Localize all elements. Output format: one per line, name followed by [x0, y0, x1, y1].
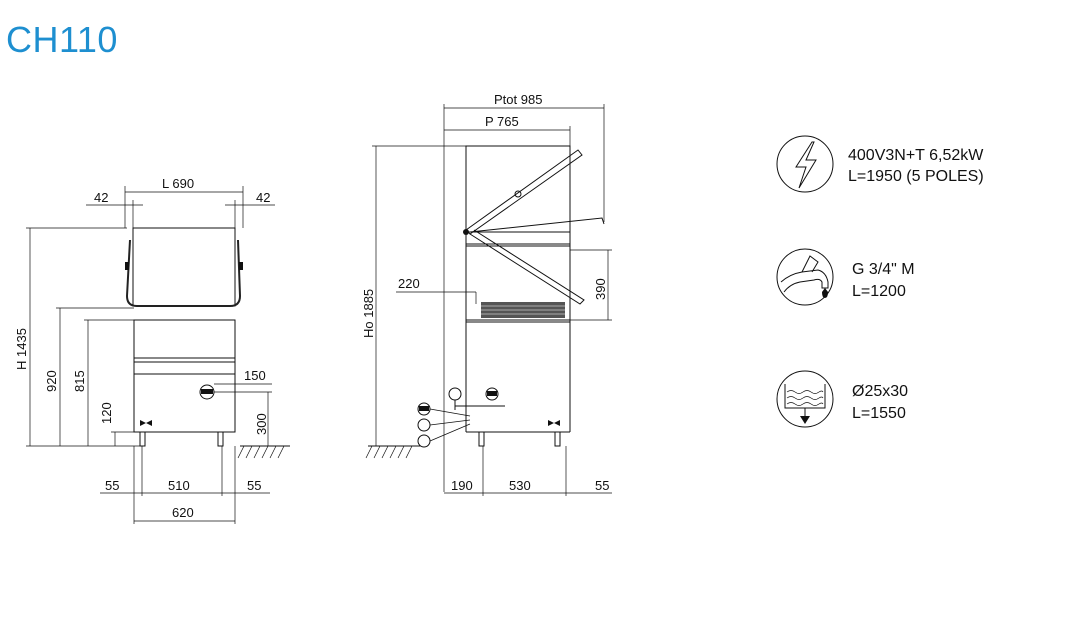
water-tap-icon — [776, 248, 834, 306]
front-bottom-right: 55 — [247, 478, 261, 493]
side-bottom-530: 530 — [509, 478, 531, 493]
electric-spec-line2: L=1950 (5 POLES) — [848, 168, 984, 185]
side-label-390: 390 — [593, 278, 608, 300]
front-height-815: 815 — [72, 370, 87, 392]
page-title: CH110 — [6, 19, 118, 60]
front-drain-150: 150 — [244, 368, 266, 383]
water-spec-line1: G 3/4" M — [852, 261, 915, 278]
front-hood — [132, 227, 236, 307]
front-bottom-total: 620 — [172, 505, 194, 520]
water-spec-line2: L=1200 — [852, 283, 906, 300]
front-floor-300: 300 — [254, 413, 269, 435]
side-p-label: P 765 — [485, 114, 519, 129]
front-left-offset: 42 — [94, 190, 108, 205]
front-body — [133, 319, 236, 433]
lightning-icon — [776, 135, 834, 193]
front-width-label: L 690 — [162, 176, 194, 191]
front-bottom-mid: 510 — [168, 478, 190, 493]
side-view: Ptot 985 P 765 Ho 1885 220 390 190 530 5… — [361, 92, 612, 496]
specs: 400V3N+T 6,52kW L=1950 (5 POLES) G 3/4" … — [776, 135, 984, 428]
front-right-offset: 42 — [256, 190, 270, 205]
side-bottom-190: 190 — [451, 478, 473, 493]
side-bottom-55: 55 — [595, 478, 609, 493]
front-height-label: H 1435 — [14, 328, 29, 370]
front-view: L 690 42 42 H 1435 920 815 120 150 300 5… — [14, 176, 290, 524]
front-height-920: 920 — [44, 370, 59, 392]
front-height-120: 120 — [99, 402, 114, 424]
drain-spec-line1: Ø25x30 — [852, 383, 908, 400]
drain-icon — [776, 370, 834, 428]
drain-spec-line2: L=1550 — [852, 405, 906, 422]
side-ho-label: Ho 1885 — [361, 289, 376, 338]
front-handle — [125, 239, 242, 307]
side-hood — [465, 145, 571, 245]
side-label-220: 220 — [398, 276, 420, 291]
front-bottom-left: 55 — [105, 478, 119, 493]
side-ptot-label: Ptot 985 — [494, 92, 542, 107]
electric-spec-line1: 400V3N+T 6,52kW — [848, 147, 984, 164]
